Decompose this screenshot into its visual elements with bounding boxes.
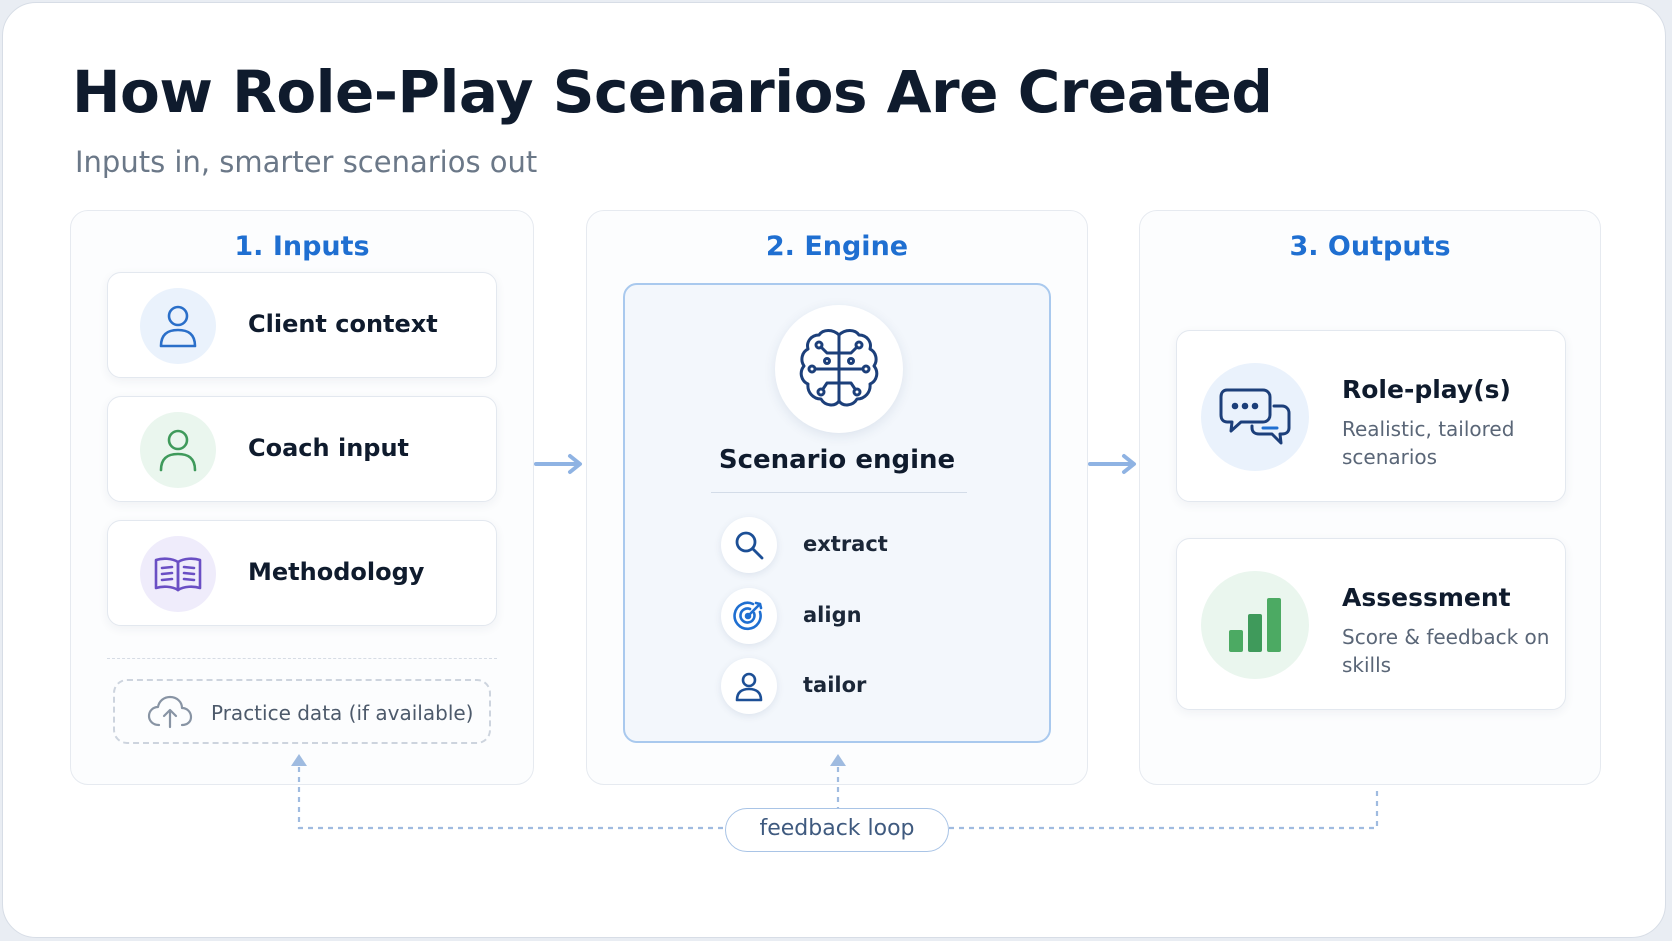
engine-divider: [711, 492, 967, 493]
output-title: Assessment: [1342, 583, 1511, 612]
person-icon: [140, 288, 216, 364]
person-icon: [140, 412, 216, 488]
engine-step-extract: extract: [721, 517, 981, 573]
output-description: Score & feedback on skills: [1342, 625, 1550, 677]
input-card-methodology: Methodology: [107, 520, 497, 626]
output-card-assessment: Assessment Score & feedback on skills: [1176, 538, 1566, 710]
arrow-right-icon: [534, 454, 582, 474]
engine-name: Scenario engine: [718, 445, 956, 475]
brain-circuit-icon: [775, 305, 903, 433]
feedback-loop-label: feedback loop: [725, 808, 949, 852]
engine-step-align: align: [721, 588, 981, 644]
output-card-role-play: Role-play(s) Realistic, tailored scenari…: [1176, 330, 1566, 502]
engine-panel: 2. Engine Scena: [586, 210, 1088, 785]
arrow-right-icon: [1088, 454, 1136, 474]
input-card-coach-input: Coach input: [107, 396, 497, 502]
input-label: Client context: [248, 310, 438, 338]
outputs-heading: 3. Outputs: [1289, 231, 1451, 262]
practice-data-label: Practice data (if available): [211, 701, 474, 725]
page-title: How Role-Play Scenarios Are Created: [72, 58, 1273, 126]
bar-chart-icon: [1201, 571, 1309, 679]
chat-bubbles-icon: [1201, 363, 1309, 471]
output-title: Role-play(s): [1342, 375, 1511, 404]
inputs-heading: 1. Inputs: [234, 231, 370, 262]
input-label: Coach input: [248, 434, 410, 462]
outputs-panel: 3. Outputs Role-play(s) Realistic, tailo…: [1139, 210, 1601, 785]
practice-data-card: Practice data (if available): [113, 679, 491, 744]
engine-heading: 2. Engine: [765, 231, 909, 262]
inputs-panel: 1. Inputs Client context Coach input: [70, 210, 534, 785]
scenario-engine-box: Scenario engine extract a: [623, 283, 1051, 743]
engine-step-tailor: tailor: [721, 658, 981, 714]
engine-step-label: align: [803, 603, 862, 627]
cloud-upload-icon: [147, 695, 193, 733]
person-icon: [721, 658, 777, 714]
page-subtitle: Inputs in, smarter scenarios out: [75, 145, 538, 179]
search-icon: [721, 517, 777, 573]
engine-step-label: extract: [803, 532, 888, 556]
open-book-icon: [140, 536, 216, 612]
output-description: Realistic, tailored scenarios: [1342, 417, 1515, 469]
input-label: Methodology: [248, 558, 425, 586]
input-card-client-context: Client context: [107, 272, 497, 378]
engine-step-label: tailor: [803, 673, 867, 697]
inputs-divider: [107, 658, 497, 659]
target-icon: [721, 588, 777, 644]
